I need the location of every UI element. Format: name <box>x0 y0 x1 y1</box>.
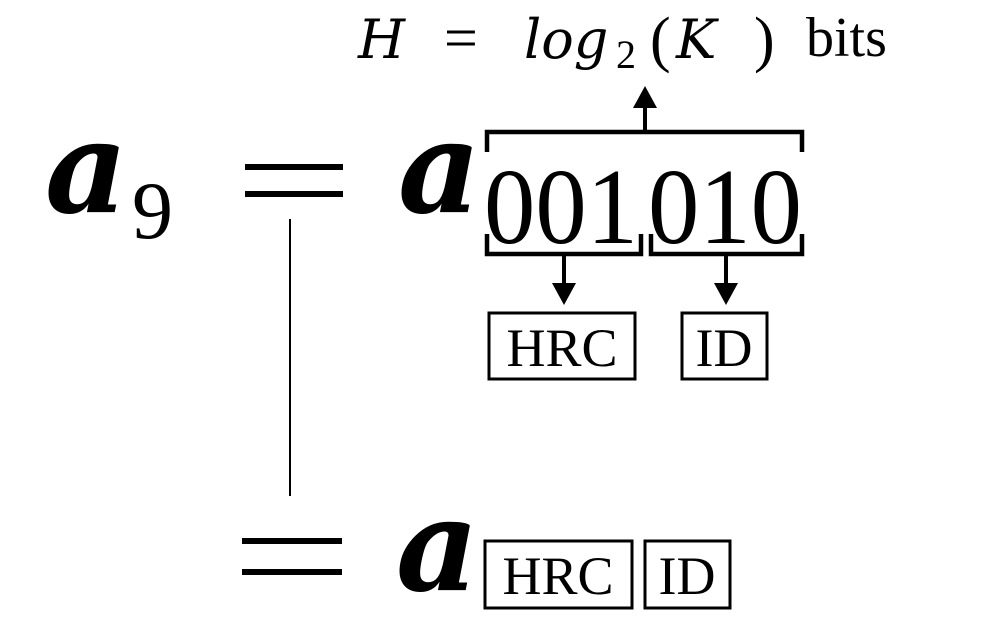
lhs-subscript: 9 <box>132 165 173 256</box>
entropy-formula: H = log 2 ( K ) bits <box>357 5 887 77</box>
id-down-arrow <box>714 256 738 305</box>
result-a: a <box>396 471 479 617</box>
hrc-label: HRC <box>506 318 617 378</box>
top-bracket <box>484 129 805 152</box>
result-hrc-label: HRC <box>502 546 613 606</box>
hrc-down-arrow <box>552 256 576 305</box>
result-hrc-box: HRC <box>483 539 634 610</box>
formula-K: K <box>675 8 719 71</box>
formula-base: 2 <box>616 32 636 77</box>
id-bits: 010 <box>648 148 802 267</box>
formula-unit: bits <box>806 7 887 69</box>
formula-close-paren: ) <box>754 6 775 74</box>
formula-equals: = <box>444 5 478 71</box>
lhs-expression: a 9 <box>45 93 173 256</box>
equals-sign-bottom <box>242 538 342 575</box>
id-label-box: ID <box>680 311 769 381</box>
lhs-a: a <box>45 93 128 243</box>
id-label: ID <box>696 318 753 378</box>
id-bracket <box>648 234 805 257</box>
hrc-bits: 001 <box>484 148 638 267</box>
hrc-label-box: HRC <box>487 311 637 381</box>
formula-H: H <box>357 8 406 71</box>
up-arrow <box>633 86 657 130</box>
hrc-bracket <box>484 234 644 257</box>
result-id-label: ID <box>659 546 716 606</box>
formula-log: log <box>524 8 608 71</box>
equals-sign-top <box>245 164 343 197</box>
formula-open-paren: ( <box>650 6 671 74</box>
result-id-box: ID <box>643 539 732 610</box>
binary-a: a <box>398 93 481 243</box>
